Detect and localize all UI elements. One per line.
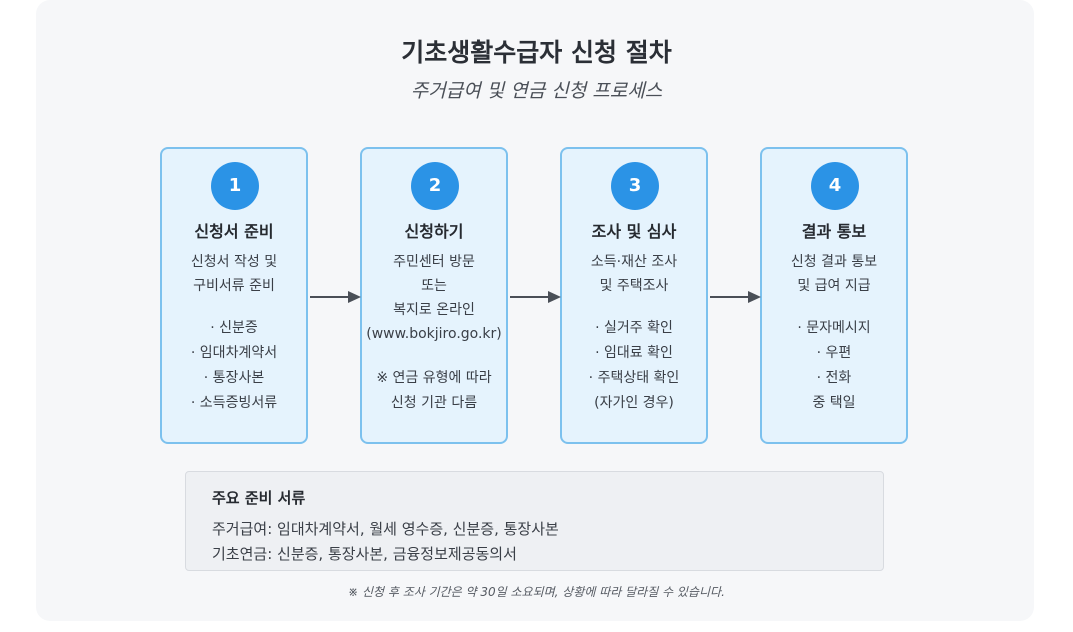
step-3-box: 3 조사 및 심사 소득·재산 조사 및 주택조사 · 실거주 확인 · 임대료… xyxy=(560,147,708,444)
step-2-desc-line: 주민센터 방문 xyxy=(393,254,475,270)
step-3-items: · 실거주 확인 · 임대료 확인 · 주택상태 확인 (자가인 경우) xyxy=(562,316,706,416)
step-2-number-badge: 2 xyxy=(411,162,459,210)
diagram-subtitle: 주거급여 및 연금 신청 프로세스 xyxy=(410,80,663,102)
step-3-description: 소득·재산 조사 및 주택조사 xyxy=(562,250,706,298)
step-4-number-badge: 4 xyxy=(811,162,859,210)
housing-benefit-documents: 주거급여: 임대차계약서, 월세 영수증, 신분증, 통장사본 xyxy=(212,520,559,538)
required-documents-title: 주요 준비 서류 xyxy=(212,489,306,507)
step-2-title: 신청하기 xyxy=(404,222,464,241)
step-4-item: 중 택일 xyxy=(812,395,856,411)
step-4-desc-line: 신청 결과 통보 xyxy=(790,254,878,270)
step-4-description: 신청 결과 통보 및 급여 지급 xyxy=(762,250,906,298)
step-4-items: · 문자메시지 · 우편 · 전화 중 택일 xyxy=(762,316,906,416)
required-documents-box: 주요 준비 서류 주거급여: 임대차계약서, 월세 영수증, 신분증, 통장사본… xyxy=(185,471,884,571)
footnote: ※ 신청 후 조사 기간은 약 30일 소요되며, 상황에 따라 달라질 수 있… xyxy=(348,585,725,599)
step-2-website-link: (www.bokjiro.go.kr) xyxy=(366,326,502,342)
step-4-title: 결과 통보 xyxy=(801,222,867,241)
step-4-box: 4 결과 통보 신청 결과 통보 및 급여 지급 · 문자메시지 · 우편 · … xyxy=(760,147,908,444)
step-1-items: · 신분증 · 임대차계약서 · 통장사본 · 소득증빙서류 xyxy=(162,316,306,416)
step-1-title: 신청서 준비 xyxy=(194,222,274,241)
step-1-item: · 통장사본 xyxy=(203,370,265,386)
step-2-desc-line: 복지로 온라인 xyxy=(393,302,475,318)
basic-pension-documents: 기초연금: 신분증, 통장사본, 금융정보제공동의서 xyxy=(212,545,517,563)
step-3-item: · 주택상태 확인 xyxy=(588,370,680,386)
diagram-title: 기초생활수급자 신청 절차 xyxy=(401,38,672,67)
step-1-description: 신청서 작성 및 구비서류 준비 xyxy=(162,250,306,298)
step-4-item: · 우편 xyxy=(816,345,852,361)
arrow-right-icon xyxy=(510,291,561,303)
step-1-box: 1 신청서 준비 신청서 작성 및 구비서류 준비 · 신분증 · 임대차계약서… xyxy=(160,147,308,444)
step-2-description: 주민센터 방문 또는 복지로 온라인 (www.bokjiro.go.kr) xyxy=(362,250,506,346)
step-1-item: · 임대차계약서 xyxy=(190,345,278,361)
step-1-desc-line: 구비서류 준비 xyxy=(193,278,275,294)
step-3-desc-line: 소득·재산 조사 xyxy=(590,254,678,270)
step-1-desc-line: 신청서 작성 및 xyxy=(190,254,278,270)
step-3-title: 조사 및 심사 xyxy=(591,222,677,241)
arrow-right-icon xyxy=(710,291,761,303)
step-4-desc-line: 및 급여 지급 xyxy=(797,278,871,294)
step-1-item: · 신분증 xyxy=(210,320,258,336)
step-3-item: · 임대료 확인 xyxy=(595,345,673,361)
step-3-item: · 실거주 확인 xyxy=(595,320,673,336)
step-3-item: (자가인 경우) xyxy=(594,395,674,411)
step-3-number-badge: 3 xyxy=(611,162,659,210)
step-4-item: · 문자메시지 xyxy=(797,320,871,336)
step-2-desc-line: 또는 xyxy=(421,278,447,294)
step-2-box: 2 신청하기 주민센터 방문 또는 복지로 온라인 (www.bokjiro.g… xyxy=(360,147,508,444)
step-4-item: · 전화 xyxy=(816,370,852,386)
step-2-item: 신청 기관 다름 xyxy=(390,395,478,411)
step-3-desc-line: 및 주택조사 xyxy=(599,278,669,294)
step-1-number-badge: 1 xyxy=(211,162,259,210)
step-2-item: ※ 연금 유형에 따라 xyxy=(376,370,492,386)
arrow-right-icon xyxy=(310,291,361,303)
step-1-item: · 소득증빙서류 xyxy=(190,395,278,411)
step-2-items: ※ 연금 유형에 따라 신청 기관 다름 xyxy=(362,366,506,416)
